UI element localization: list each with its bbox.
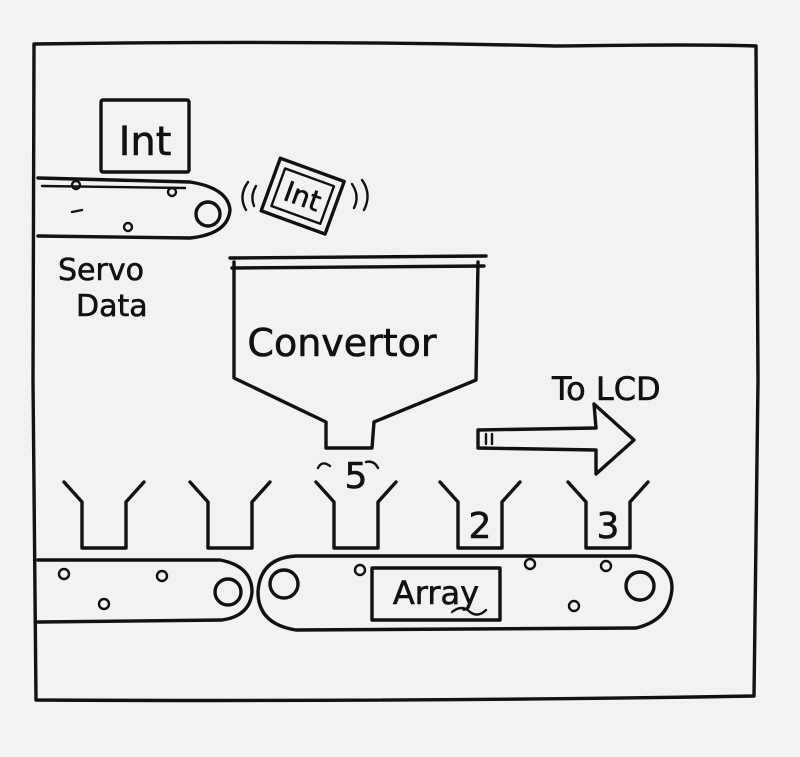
cup-3-value: 5 [345, 456, 368, 497]
array-box [370, 566, 502, 622]
to-lcd-label: To LCD [551, 370, 661, 408]
cup-5-value: 3 [597, 506, 620, 547]
cup-4: 2 [438, 480, 522, 550]
cup-5: 3 [566, 480, 650, 550]
left-bottom-belt [36, 558, 254, 624]
cups-row: 5 2 3 [62, 456, 650, 550]
cup-1 [62, 480, 146, 550]
servo-conveyor [36, 176, 232, 240]
int-box [99, 98, 191, 174]
convertor-funnel [228, 254, 488, 470]
data-label: Data [76, 289, 148, 324]
motion-marks-right [350, 178, 369, 212]
cup-3: 5 [314, 456, 398, 550]
array-label: Array [393, 574, 479, 612]
convertor-label: Convertor [247, 321, 437, 365]
int-tilted-box: Int [259, 156, 346, 236]
array-squiggle [450, 606, 488, 616]
int-box-label: Int [119, 119, 172, 165]
cup-4-value: 2 [469, 506, 492, 547]
motion-marks-left [241, 180, 258, 212]
servo-label: Servo [58, 253, 144, 288]
cup-2 [188, 480, 272, 550]
outer-frame [31, 40, 760, 703]
lcd-arrow [476, 402, 636, 476]
